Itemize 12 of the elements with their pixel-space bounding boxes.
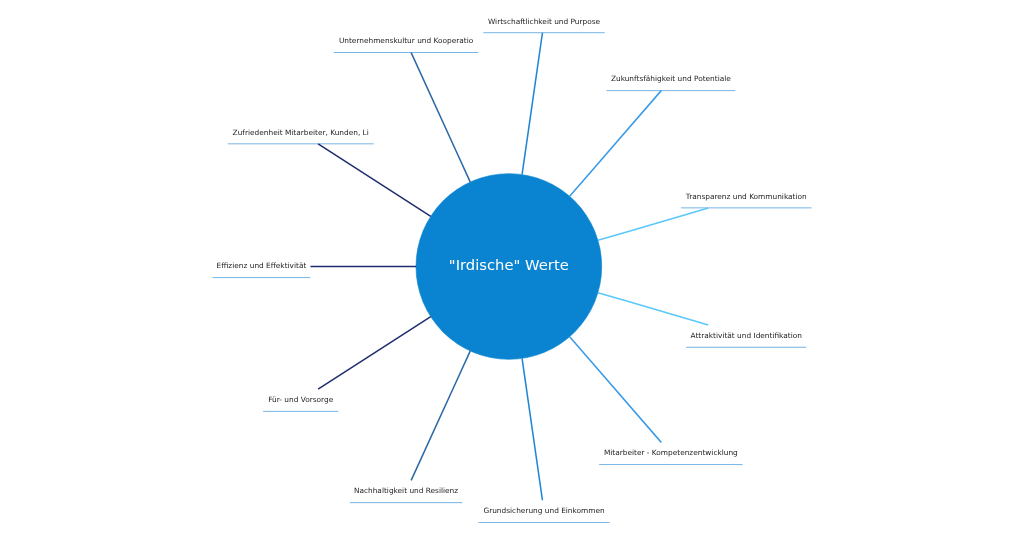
connector — [410, 51, 472, 183]
connector — [317, 315, 432, 390]
connector — [597, 291, 710, 326]
connector — [309, 265, 417, 268]
connector — [568, 335, 662, 444]
connector — [597, 207, 710, 242]
connector — [521, 32, 544, 176]
node-circle: "Irdische" Werte — [415, 173, 602, 360]
connector — [521, 357, 544, 501]
connector — [568, 89, 662, 198]
connector — [410, 350, 472, 482]
connector — [317, 143, 432, 218]
